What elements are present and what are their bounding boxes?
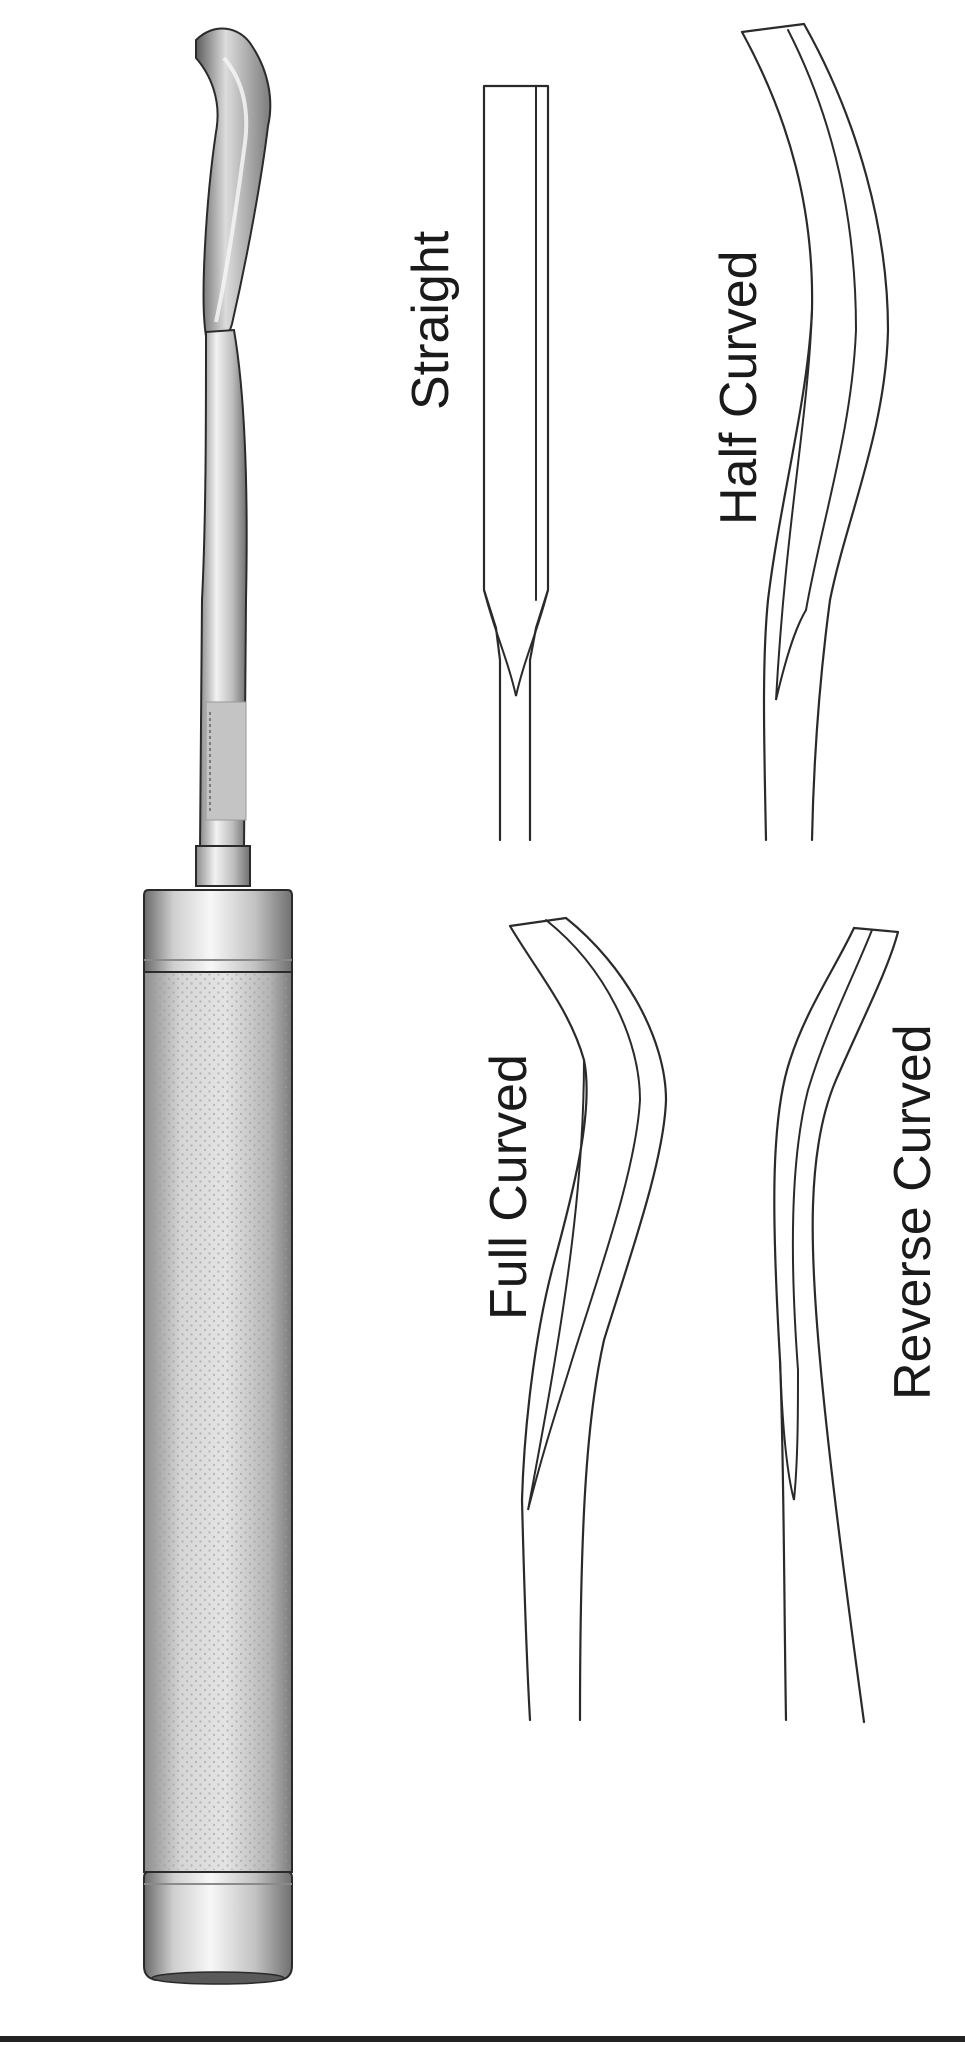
handle-knurling xyxy=(146,974,290,1870)
bottom-border xyxy=(0,2036,965,2042)
instrument-neck xyxy=(196,846,250,886)
handle-end-cap xyxy=(152,1972,284,1984)
label-half-curved: Half Curved xyxy=(710,250,768,525)
label-straight: Straight xyxy=(402,230,460,410)
label-reverse-curved: Reverse Curved xyxy=(884,1024,942,1400)
label-full-curved: Full Curved xyxy=(480,1054,538,1320)
shaft-label-plate xyxy=(206,702,246,820)
handle-bottom-ferrule xyxy=(144,1872,292,1980)
